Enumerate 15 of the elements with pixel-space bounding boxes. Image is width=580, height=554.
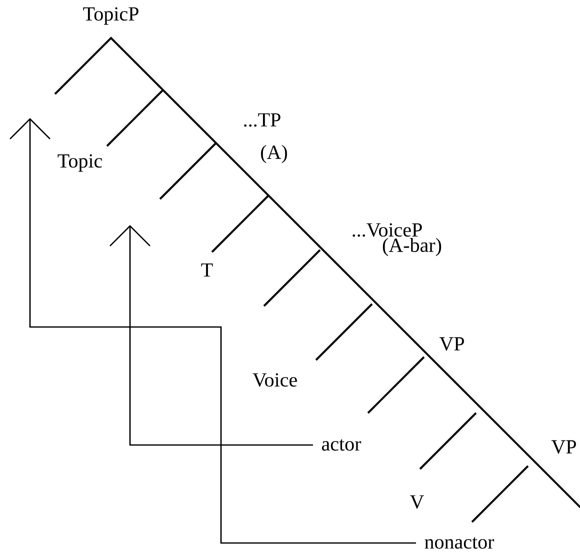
tree-label: Topic [58, 154, 102, 172]
node-label: actor [322, 439, 362, 451]
tree-label: VP [551, 440, 576, 454]
movement-arrow [10, 118, 416, 544]
tree-label: VP [439, 337, 464, 351]
tree-label: (A-bar) [382, 238, 442, 256]
tree-label: V [410, 495, 424, 509]
tree-label: TopicP [83, 7, 138, 25]
tree-label: ...TP [244, 113, 280, 127]
movement-arrow [110, 225, 313, 446]
tree-label: (A) [261, 144, 287, 164]
tree-label: ...VoiceP [352, 223, 422, 237]
tree-label: Voice [252, 373, 297, 387]
node-label: nonactor [424, 537, 494, 549]
tree-label: T [201, 263, 213, 277]
